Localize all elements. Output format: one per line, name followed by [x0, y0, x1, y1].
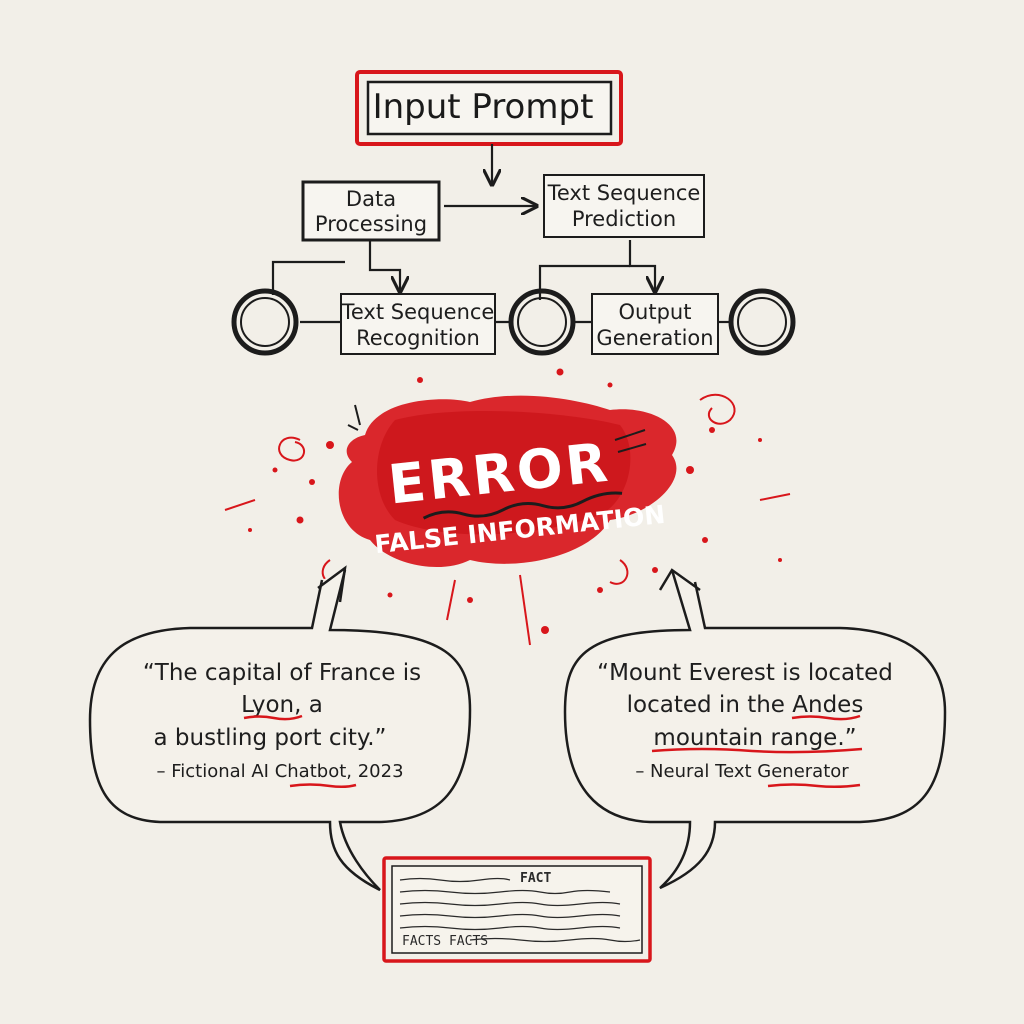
quote-right-underline-1 — [791, 714, 861, 721]
error-splash: ERROR FALSE INFORMATION — [224, 368, 791, 646]
quote-left-line1: “The capital of France is — [143, 660, 421, 686]
speech-bubble-left: “The capital of France is Lyon, a a bust… — [88, 565, 472, 892]
text-sequence-recognition-label-line1: Text Sequence — [341, 300, 495, 324]
splash-ink-marks — [347, 404, 647, 453]
text-sequence-prediction-label-line2: Prediction — [572, 207, 676, 231]
error-underline — [422, 491, 623, 520]
speech-bubble-right: “Mount Everest is located located in the… — [563, 568, 947, 890]
output-generation-label-line2: Generation — [596, 326, 713, 350]
facts-box: FACT FACTS FACTS — [382, 856, 652, 963]
circle-node-middle — [508, 288, 576, 356]
circle-node-left — [231, 288, 299, 356]
text-sequence-recognition-label-line2: Recognition — [356, 326, 480, 350]
text-sequence-prediction-label-line1: Text Sequence — [547, 181, 701, 205]
node-circles — [231, 288, 796, 356]
circle-node-right — [728, 288, 796, 356]
quote-left-underline-2 — [289, 783, 357, 789]
data-processing-node: Data Processing — [301, 180, 441, 242]
quote-right-line1: “Mount Everest is located — [597, 660, 893, 686]
quote-right-line3: mountain range.” — [653, 725, 856, 751]
input-prompt-node: Input Prompt — [355, 70, 623, 146]
quote-right-attribution: – Neural Text Generator — [635, 761, 849, 782]
facts-box-fact: FACT — [520, 871, 551, 886]
text-sequence-prediction-node: Text Sequence Prediction — [543, 174, 705, 238]
facts-scribble-lines — [399, 877, 641, 943]
output-generation-label-line1: Output — [619, 300, 692, 324]
quote-right-line2: located in the Andes — [627, 692, 864, 718]
splash-drops — [248, 368, 782, 634]
quote-left-attribution: – Fictional AI Chatbot, 2023 — [156, 761, 403, 782]
facts-box-facts: FACTS FACTS — [402, 934, 488, 949]
data-processing-label-line1: Data — [346, 187, 396, 211]
splash-swirls — [224, 393, 791, 646]
input-prompt-label: Input Prompt — [373, 87, 594, 127]
quote-left-underline-1 — [243, 714, 303, 721]
text-sequence-recognition-node: Text Sequence Recognition — [340, 293, 496, 355]
quote-left-line3: a bustling port city.” — [154, 725, 387, 751]
quote-left-line2: Lyon, a — [241, 692, 323, 718]
quote-right-underline-2 — [651, 747, 863, 754]
quote-right-underline-3 — [767, 783, 861, 789]
data-processing-label-line2: Processing — [315, 212, 427, 236]
output-generation-node: Output Generation — [591, 293, 719, 355]
